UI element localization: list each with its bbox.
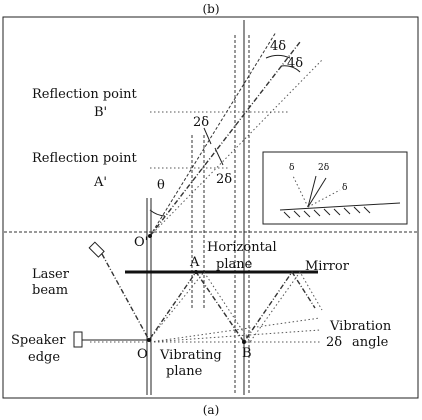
- caption-b: (b): [202, 2, 219, 16]
- label-horizontal: Horizontal: [207, 240, 277, 255]
- label-4delta-b: 4δ: [287, 56, 303, 71]
- label-mirror: Mirror: [305, 259, 350, 274]
- label-a-prime: A': [93, 175, 107, 190]
- inset-label-2delta: 2δ: [318, 163, 329, 173]
- label-vibration: Vibration: [329, 319, 392, 334]
- figure-frame: [2, 16, 419, 399]
- angle-arc-4delta: [265, 54, 291, 59]
- reflected-beam-outer: [149, 59, 323, 237]
- angle-arc-theta: [149, 209, 166, 217]
- label-reflection-point-b: Reflection point: [32, 87, 138, 102]
- label-theta: θ: [157, 178, 165, 193]
- label-vibrating: Vibrating: [159, 348, 222, 363]
- inset-label-delta-left: δ: [289, 163, 294, 173]
- vibration-line-1: [149, 317, 321, 343]
- reflected-beam-main: [149, 41, 301, 237]
- point-a-dot: [194, 270, 198, 274]
- point-b-dot: [242, 340, 246, 344]
- label-reflection-point-a: Reflection point: [32, 151, 138, 166]
- vibration-line-2: [149, 329, 321, 343]
- label-point-a: A: [189, 255, 200, 270]
- laser-beam-path: [101, 253, 316, 344]
- label-o-prime: O': [134, 235, 148, 250]
- caption-a: (a): [203, 403, 220, 417]
- label-b-prime: B': [94, 105, 107, 120]
- label-point-b: B: [242, 346, 252, 361]
- label-4delta-a: 4δ: [270, 39, 286, 54]
- label-edge: edge: [28, 350, 60, 365]
- reflected-beam-tilted: [149, 31, 277, 237]
- label-plane-vibrating: plane: [166, 364, 203, 379]
- laser-source: [88, 241, 105, 258]
- speaker-box: [73, 331, 83, 348]
- inset-reflection-box: [262, 151, 408, 225]
- arrow-2delta-lower: [214, 147, 224, 166]
- label-2delta-lower: 2δ: [216, 172, 232, 187]
- point-o-dot: [147, 338, 151, 342]
- arrow-2delta-upper: [203, 127, 212, 145]
- label-two-delta-angle: 2δ: [326, 335, 342, 350]
- label-plane-horizontal: plane: [216, 257, 253, 272]
- inset-label-delta-right: δ: [342, 183, 347, 193]
- angle-arc-4delta-2: [280, 65, 301, 73]
- label-point-o: O: [137, 347, 148, 362]
- point-o-prime-dot: [148, 234, 152, 238]
- label-angle: angle: [352, 335, 389, 350]
- label-beam: beam: [32, 283, 68, 298]
- label-2delta-upper: 2δ: [193, 115, 209, 130]
- label-laser: Laser: [32, 267, 70, 282]
- label-speaker: Speaker: [11, 333, 66, 348]
